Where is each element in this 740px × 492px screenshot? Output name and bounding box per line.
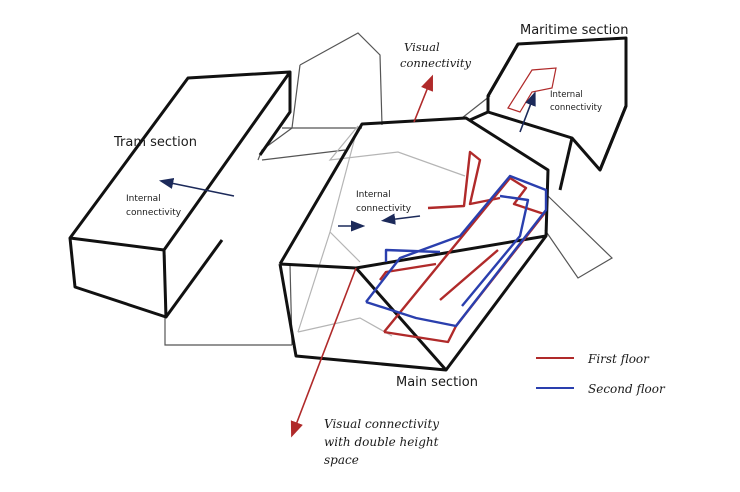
internal-connectivity-maritime-line2: connectivity xyxy=(550,103,602,113)
visual-connectivity-top-line2: connectivity xyxy=(400,56,472,70)
second-floor-plan xyxy=(365,174,548,328)
internal-connectivity-tram-line1: Internal xyxy=(126,194,161,204)
maritime-first-floor-plan xyxy=(507,67,557,113)
main-section-box xyxy=(278,116,550,372)
internal-connectivity-main-line2: connectivity xyxy=(356,204,412,214)
legend-first-floor-label: First floor xyxy=(587,352,650,366)
maritime-section-box xyxy=(469,36,628,191)
internal-connectivity-main-line1: Internal xyxy=(356,190,391,200)
visual-connectivity-top-line1: Visual xyxy=(404,40,440,54)
visual-connectivity-bottom-line3: space xyxy=(324,453,359,467)
visual-connectivity-bottom-line2: with double height xyxy=(324,435,439,449)
tram-section-box xyxy=(68,70,292,319)
visual-connectivity-bottom-line1: Visual connectivity xyxy=(324,417,439,431)
legend-second-floor-label: Second floor xyxy=(588,382,666,396)
internal-connectivity-tram-line2: connectivity xyxy=(126,208,182,218)
main-section-label: Main section xyxy=(396,375,478,390)
tram-section-label: Tram section xyxy=(113,135,197,150)
internal-connectivity-arrows xyxy=(158,91,536,232)
maritime-section-label: Maritime section xyxy=(520,23,628,38)
first-floor-plan xyxy=(379,150,546,344)
internal-connectivity-maritime-line1: Internal xyxy=(550,90,583,100)
main-section-hidden-edges xyxy=(297,125,466,337)
visual-connectivity-arrows xyxy=(290,74,433,438)
